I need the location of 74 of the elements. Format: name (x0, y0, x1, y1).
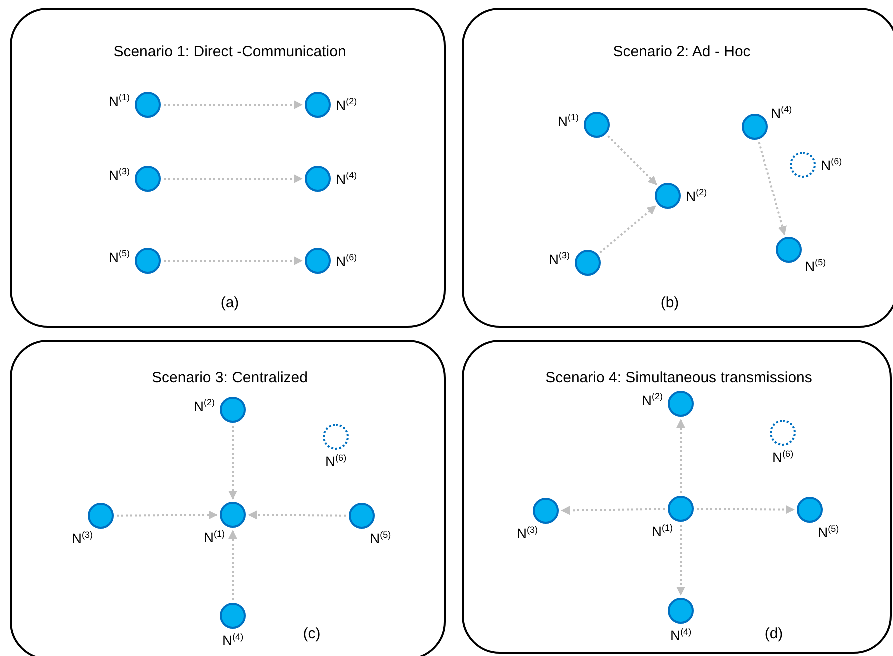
panel-title: Scenario 2: Ad - Hoc (613, 44, 751, 60)
node-circle (575, 250, 601, 276)
node-label: N$^{(3)}$ (548, 250, 570, 268)
panel-label: (c) (303, 626, 321, 642)
node-circle (668, 391, 694, 417)
panel-label: (d) (764, 626, 784, 642)
node-circle (305, 248, 331, 274)
node-circle (349, 503, 375, 529)
node-circle (776, 237, 802, 263)
node-circle (220, 397, 246, 423)
node-label: N$^{(5)}$ (108, 248, 130, 266)
node-label: N$^{(4)}$ (336, 170, 358, 188)
inactive-node-circle (790, 152, 816, 178)
arrow (676, 419, 686, 493)
arrow (164, 174, 303, 184)
arrow (228, 530, 238, 600)
panel-title: Scenario 4: Simultaneous transmissions (546, 370, 812, 386)
node-label: N$^{(5)}$ (805, 258, 826, 274)
scenario-panel (10, 8, 446, 328)
panel-label: (a) (220, 294, 240, 312)
node-label: N$^{(4)}$ (670, 627, 692, 644)
scenario-panel (462, 340, 892, 654)
node-circle (668, 598, 694, 624)
node-circle (135, 248, 161, 274)
panel-title: Scenario 1: Direct -Communication (114, 44, 346, 60)
node-label: N$^{(1)}$ (108, 92, 130, 110)
node-label: N$^{(2)}$ (686, 188, 708, 204)
node-circle (135, 92, 161, 118)
arrow (608, 136, 658, 186)
arrow (758, 142, 787, 236)
arrow (697, 505, 795, 514)
node-circle (533, 498, 559, 524)
node-label: N$^{(3)}$ (516, 525, 538, 542)
arrow (600, 206, 656, 254)
node-label: N$^{(3)}$ (108, 166, 130, 184)
node-label: N$^{(2)}$ (194, 398, 215, 414)
arrow (248, 510, 346, 520)
node-label: N$^{(4)}$ (222, 632, 244, 649)
node-label: N$^{(4)}$ (771, 104, 792, 122)
scenario-panel (10, 340, 446, 656)
node-label: N$^{(1)}$ (204, 529, 225, 546)
node-label: N$^{(1)}$ (558, 112, 579, 130)
node-label: N$^{(2)}$ (336, 96, 358, 114)
node-circle (305, 166, 331, 192)
inactive-node-circle (770, 420, 796, 446)
arrow (164, 256, 303, 266)
panel-label: (b) (660, 294, 680, 312)
node-label: N$^{(5)}$ (818, 524, 840, 541)
arrow (164, 100, 303, 110)
node-circle (135, 166, 161, 192)
node-circle (797, 497, 823, 523)
node-circle (655, 183, 681, 209)
arrow (676, 525, 686, 596)
node-label: N$^{(1)}$ (652, 523, 673, 540)
node-circle (220, 502, 246, 528)
inactive-node-circle (323, 424, 349, 450)
node-circle (305, 92, 331, 118)
node-label: N$^{(6)}$ (772, 449, 794, 466)
node-circle (742, 114, 768, 140)
arrow (228, 426, 238, 500)
arrow (116, 510, 218, 520)
node-circle (584, 112, 610, 138)
node-label: N$^{(5)}$ (370, 530, 392, 547)
node-circle (220, 603, 246, 629)
node-label: N$^{(6)}$ (325, 453, 347, 470)
scenario-panel (462, 8, 893, 328)
node-label: N$^{(6)}$ (821, 156, 842, 174)
panel-title: Scenario 3: Centralized (152, 370, 308, 386)
node-label: N$^{(6)}$ (336, 252, 358, 270)
node-label: N$^{(3)}$ (72, 530, 93, 547)
node-circle (668, 496, 694, 522)
arrow (561, 506, 666, 516)
node-label: N$^{(2)}$ (642, 392, 663, 408)
node-circle (88, 503, 114, 529)
